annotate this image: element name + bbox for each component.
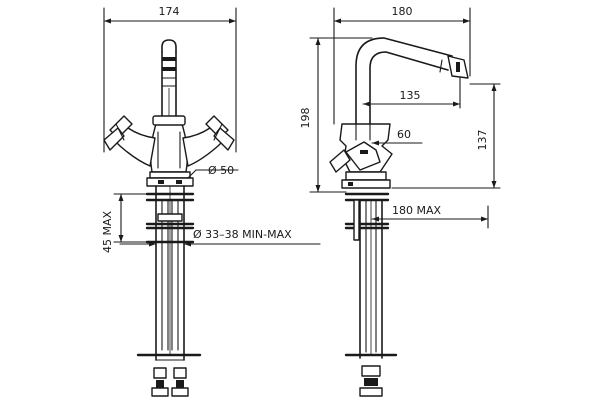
dim-base-diameter: Ø 50 [187, 164, 239, 179]
dim-spout-height: 137 [391, 83, 501, 189]
side-base [341, 171, 391, 189]
front-left-handle [103, 115, 156, 167]
side-connectors [359, 365, 383, 397]
front-shank [136, 185, 202, 361]
dim-label-rod-reach: 180 MAX [392, 204, 442, 217]
dim-side-width: 180 [333, 5, 471, 125]
dim-front-width: 174 [103, 5, 237, 153]
dim-label-handle-height: 60 [397, 128, 411, 141]
side-popup-rod [353, 199, 373, 241]
side-view: 180 198 135 [299, 5, 501, 397]
dim-label-base-height: 45 MAX [101, 211, 114, 254]
dim-spout-reach: 135 [362, 77, 461, 109]
dim-label-total-height: 198 [299, 108, 312, 129]
side-spout [355, 37, 469, 125]
side-shank [344, 199, 398, 359]
dim-label-base-diameter: Ø 50 [208, 164, 234, 177]
dim-handle-height: 60 [371, 128, 423, 146]
dim-label-side-width: 180 [392, 5, 413, 18]
dim-label-hole-diameter: Ø 33–38 MIN-MAX [193, 228, 292, 241]
front-spout [161, 39, 177, 119]
dim-label-spout-reach: 135 [400, 89, 421, 102]
dim-rod-reach: 180 MAX [371, 204, 489, 229]
front-connectors [151, 367, 189, 397]
front-base [146, 171, 194, 187]
dim-hole-diameter: Ø 33–38 MIN-MAX [119, 228, 321, 247]
dim-label-front-width: 174 [159, 5, 180, 18]
front-body [149, 115, 189, 173]
dim-total-height: 198 [299, 37, 373, 193]
side-body [329, 123, 393, 173]
dim-label-spout-height: 137 [476, 130, 489, 151]
front-right-handle [182, 115, 235, 167]
front-view: 174 [101, 5, 321, 397]
